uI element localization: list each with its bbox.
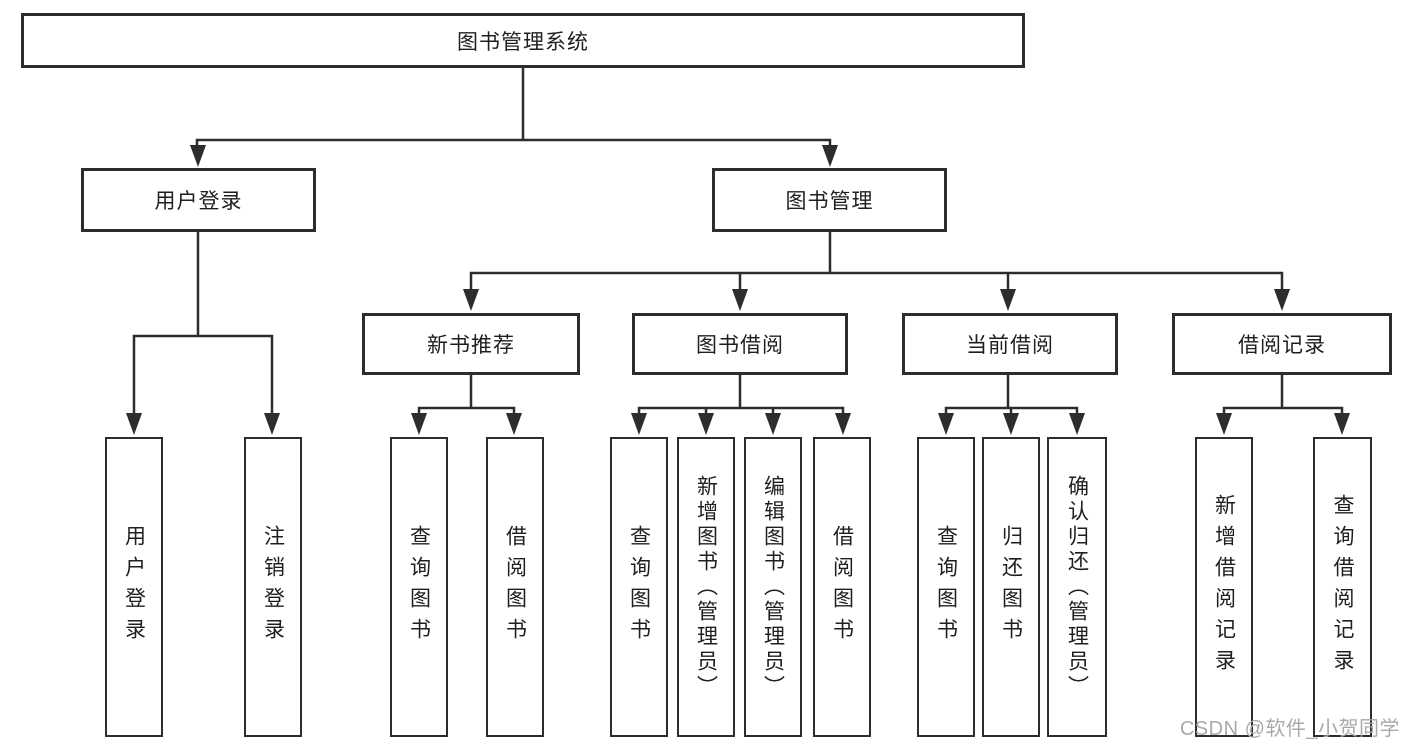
- leaf-user-login: 用户登录: [105, 437, 163, 737]
- connector-new-books: [417, 374, 516, 418]
- leaf-records-add: 新增借阅记录: [1195, 437, 1253, 737]
- node-book-management: 图书管理: [712, 168, 947, 232]
- leaf-newbooks-query: 查询图书: [390, 437, 448, 737]
- node-borrow-records: 借阅记录: [1172, 313, 1392, 375]
- leaf-current-return-label: 归还图书: [999, 525, 1023, 649]
- leaf-current-confirm-return-admin: 确认归还（管理员）: [1047, 437, 1107, 737]
- csdn-watermark: CSDN @软件_小贺同学: [1179, 718, 1400, 740]
- leaf-borrow-query-label: 查询图书: [627, 525, 651, 649]
- leaf-logout-label: 注销登录: [261, 525, 285, 649]
- connector-borrow-records: [1222, 374, 1344, 418]
- leaf-user-login-label: 用户登录: [122, 525, 146, 649]
- connector-user-login: [132, 231, 274, 418]
- node-borrow-records-label: 借阅记录: [1238, 334, 1326, 357]
- leaf-borrow-add-admin-label: 新增图书（管理员）: [694, 474, 718, 700]
- leaf-logout: 注销登录: [244, 437, 302, 737]
- node-book-management-label: 图书管理: [785, 190, 874, 213]
- leaf-newbooks-borrow: 借阅图书: [486, 437, 544, 737]
- node-new-book-recommend: 新书推荐: [362, 313, 580, 375]
- node-book-borrow-label: 图书借阅: [696, 334, 784, 357]
- leaf-borrow-borrow: 借阅图书: [813, 437, 871, 737]
- leaf-borrow-query: 查询图书: [610, 437, 668, 737]
- leaf-borrow-edit-admin-label: 编辑图书（管理员）: [761, 474, 785, 700]
- leaf-records-query: 查询借阅记录: [1313, 437, 1372, 737]
- node-root: 图书管理系统: [21, 13, 1025, 68]
- connector-book-borrow: [637, 374, 845, 418]
- node-book-borrow: 图书借阅: [632, 313, 848, 375]
- leaf-newbooks-borrow-label: 借阅图书: [503, 525, 527, 649]
- leaf-current-query: 查询图书: [917, 437, 975, 737]
- leaf-current-confirm-return-admin-label: 确认归还（管理员）: [1065, 474, 1089, 700]
- leaf-borrow-add-admin: 新增图书（管理员）: [677, 437, 735, 737]
- leaf-records-query-label: 查询借阅记录: [1331, 494, 1354, 680]
- node-root-label: 图书管理系统: [457, 30, 589, 54]
- node-user-login-label: 用户登录: [154, 190, 243, 213]
- node-current-borrow: 当前借阅: [902, 313, 1118, 375]
- leaf-newbooks-query-label: 查询图书: [407, 525, 431, 649]
- leaf-records-add-label: 新增借阅记录: [1212, 494, 1236, 680]
- connector-root: [195, 66, 832, 150]
- leaf-current-return: 归还图书: [982, 437, 1040, 737]
- node-user-login: 用户登录: [81, 168, 316, 232]
- node-current-borrow-label: 当前借阅: [966, 334, 1054, 357]
- connector-book-management: [469, 231, 1284, 292]
- leaf-current-query-label: 查询图书: [934, 525, 958, 649]
- connector-current-borrow: [944, 374, 1079, 418]
- leaf-borrow-edit-admin: 编辑图书（管理员）: [744, 437, 802, 737]
- node-new-book-recommend-label: 新书推荐: [427, 334, 515, 357]
- leaf-borrow-borrow-label: 借阅图书: [830, 525, 854, 649]
